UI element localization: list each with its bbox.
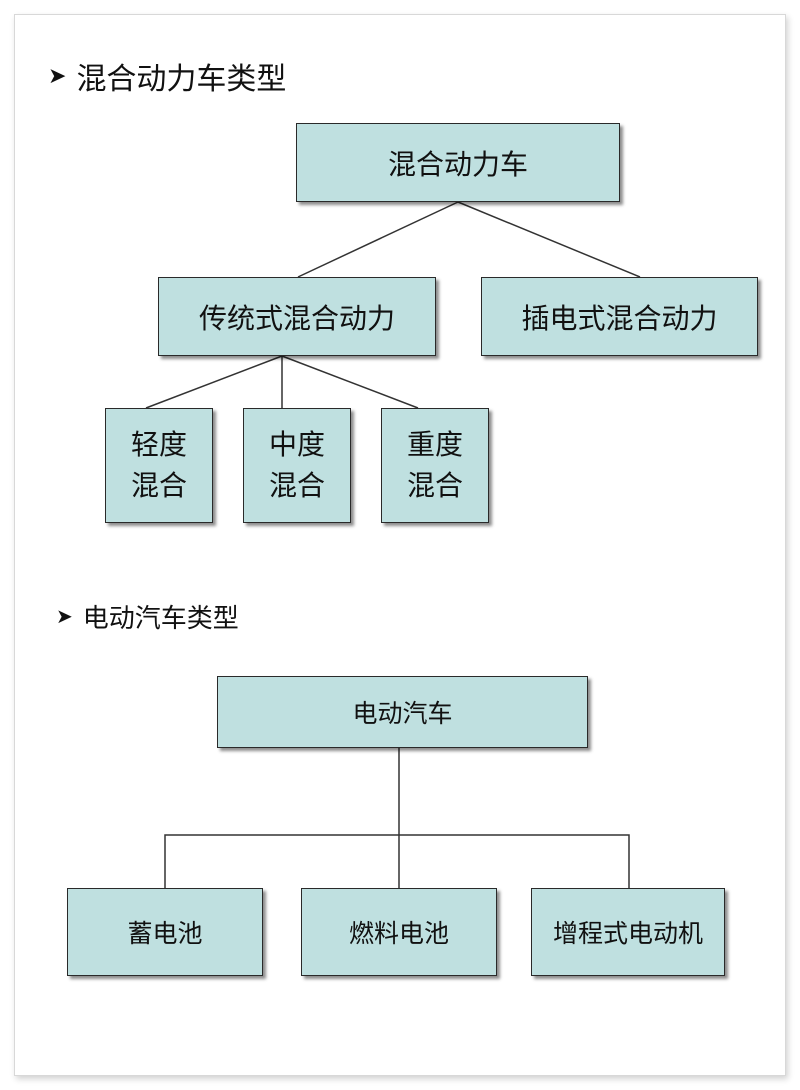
section-heading-hybrid: ➤ 混合动力车类型	[48, 54, 286, 98]
connector-hybrid-to-traditional	[297, 201, 459, 278]
node-mild-hybrid: 轻度 混合	[105, 408, 213, 523]
section-heading-electric: ➤ 电动汽车类型	[56, 596, 239, 636]
arrowhead-bullet-icon: ➤	[48, 63, 67, 89]
node-ev-root: 电动汽车	[217, 676, 588, 748]
node-medium-hybrid: 中度 混合	[243, 408, 351, 523]
node-hybrid-root: 混合动力车	[296, 123, 620, 202]
node-range-extender: 增程式电动机	[531, 888, 725, 976]
node-fuel-cell: 燃料电池	[301, 888, 497, 976]
connector-traditional-to-heavy	[281, 355, 419, 409]
node-traditional-hybrid: 传统式混合动力	[158, 277, 436, 356]
node-plugin-hybrid: 插电式混合动力	[481, 277, 758, 356]
node-battery: 蓄电池	[67, 888, 263, 976]
connector-hybrid-to-plugin	[457, 201, 641, 278]
section-heading-hybrid-text: 混合动力车类型	[76, 62, 287, 97]
connector-ev-branch	[164, 834, 630, 888]
arrowhead-bullet-icon: ➤	[56, 604, 73, 628]
connector-traditional-to-mild	[145, 355, 283, 409]
section-heading-electric-text: 电动汽车类型	[82, 603, 239, 634]
node-heavy-hybrid: 重度 混合	[381, 408, 489, 523]
